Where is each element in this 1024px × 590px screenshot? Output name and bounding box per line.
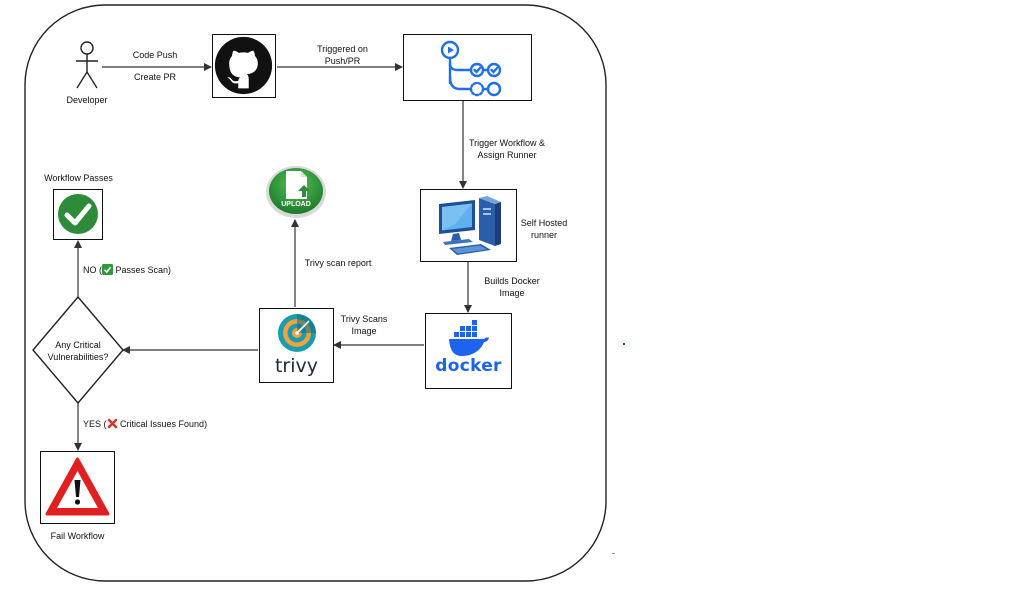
triggered-label-2: Push/PR — [324, 56, 361, 66]
decision-label-1: Any Critical — [55, 340, 101, 350]
github-icon — [214, 36, 273, 95]
trivy-scans-label-1: Trivy Scans — [340, 314, 388, 324]
docker-node: docker — [425, 313, 512, 389]
trivy-scan-report-label: Trivy scan report — [304, 258, 372, 268]
developer-label: Developer — [66, 95, 108, 105]
github-actions-node — [403, 34, 532, 101]
decision-label-2: Vulnerabilities? — [47, 352, 109, 362]
upload-badge-text: UPLOAD — [281, 201, 311, 208]
stray-mark — [623, 343, 625, 345]
workflow-passes-node — [53, 189, 103, 240]
builds-docker-label-1: Builds Docker — [484, 276, 540, 286]
upload-node: UPLOAD — [265, 163, 327, 219]
github-node — [212, 34, 276, 98]
workflow-passes-label: Workflow Passes — [44, 173, 113, 183]
diagram-frame — [24, 4, 607, 582]
yes-label-suffix: Critical Issues Found) — [120, 419, 208, 429]
self-hosted-runner-node — [420, 189, 517, 262]
person-icon — [76, 41, 98, 89]
trigger-workflow-label-1: Trigger Workflow & — [468, 138, 546, 148]
create-pr-label: Create PR — [133, 72, 177, 82]
triggered-label-1: Triggered on — [317, 44, 368, 54]
builds-docker-label-2: Image — [499, 288, 525, 298]
trigger-workflow-label-2: Assign Runner — [477, 150, 537, 160]
docker-icon — [449, 320, 489, 356]
runner-label-2: runner — [530, 230, 557, 240]
red-x-icon — [107, 418, 117, 429]
no-label-prefix: NO ( — [83, 265, 102, 275]
trivy-node: trivy — [259, 308, 334, 383]
upload-icon — [266, 166, 326, 218]
no-label-suffix: Passes Scan) — [115, 265, 172, 275]
github-actions-icon — [440, 40, 502, 97]
checkmark-icon — [58, 194, 98, 234]
yes-branch-label: YES ( Critical Issues Found) — [83, 418, 207, 430]
runner-label-1: Self Hosted — [520, 218, 568, 228]
fail-workflow-node — [40, 451, 115, 524]
code-push-label: Code Push — [132, 50, 178, 60]
stray-mark — [612, 553, 615, 554]
trivy-icon — [278, 314, 316, 352]
fail-workflow-label: Fail Workflow — [50, 531, 105, 541]
warning-icon — [45, 457, 110, 516]
trivy-logo-text: trivy — [274, 355, 319, 377]
computer-icon — [439, 196, 501, 255]
yes-label-prefix: YES ( — [83, 419, 107, 429]
decision-diamond — [32, 295, 124, 405]
no-branch-label: NO ( Passes Scan) — [83, 264, 171, 276]
docker-logo-text: docker — [435, 356, 502, 376]
green-check-icon — [102, 264, 113, 275]
trivy-scans-label-2: Image — [351, 326, 377, 336]
